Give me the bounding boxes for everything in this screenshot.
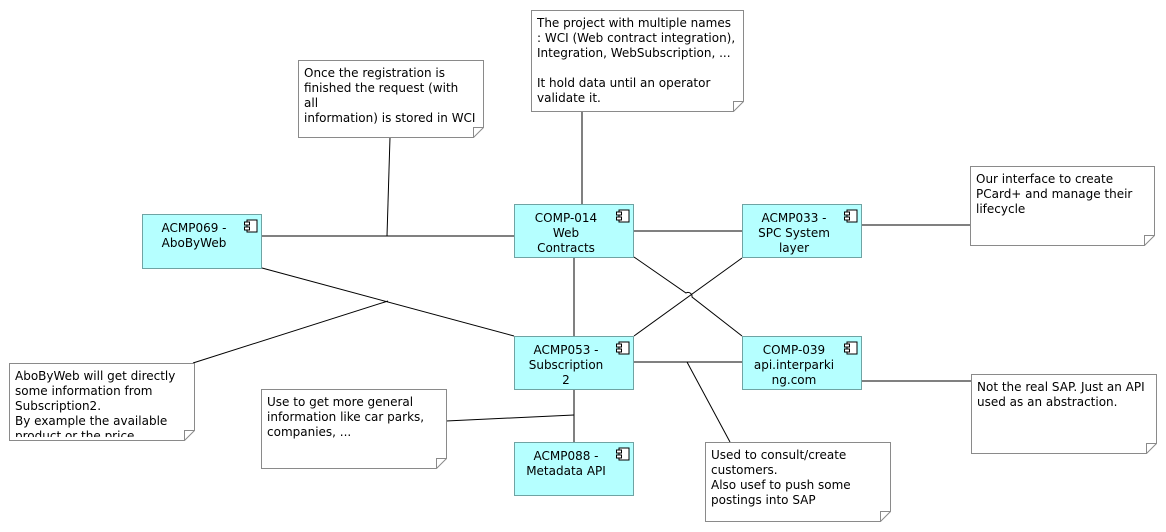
note-metadata[interactable]: Use to get more general information like… [261, 389, 447, 469]
note-text: The project with multiple names : WCI (W… [537, 16, 736, 105]
note-registration[interactable]: Once the registration is finished the re… [298, 60, 484, 138]
note-text: Our interface to create PCard+ and manag… [976, 172, 1133, 216]
component-label: COMP-039 [762, 343, 826, 357]
connectors [192, 111, 971, 443]
component-label: COMP-014 [534, 211, 598, 225]
note-shape [9, 363, 195, 441]
note-text: Not the real SAP. Just an API used as an… [977, 380, 1145, 409]
component-acmp053-subscription2[interactable]: ACMP053 - Subscription 2 [514, 336, 634, 390]
note-customers[interactable]: Used to consult/create customers. Also u… [705, 442, 891, 522]
component-label: ng.com [771, 373, 817, 387]
component-label: ACMP033 - [761, 211, 827, 225]
component-icon [844, 341, 858, 355]
connector-acmp069-acmp053 [261, 267, 515, 337]
note-text: Use to get more general information like… [267, 395, 425, 439]
component-label: ACMP088 - [533, 449, 599, 463]
component-acmp033-spc-system-layer[interactable]: ACMP033 - SPC System layer [742, 204, 862, 258]
connector-customers-note [686, 361, 731, 443]
note-text: Used to consult/create customers. Also u… [711, 448, 851, 507]
component-label: layer [778, 241, 810, 255]
note-text: Once the registration is finished the re… [304, 66, 476, 125]
component-icon [844, 209, 858, 223]
component-icon [244, 219, 258, 233]
component-comp039-api-interparking[interactable]: COMP-039 api.interparki ng.com [742, 336, 862, 390]
note-pcard[interactable]: Our interface to create PCard+ and manag… [970, 166, 1155, 246]
component-icon [616, 341, 630, 355]
note-shape [298, 60, 484, 138]
component-label: Subscription [528, 358, 604, 372]
component-label: ACMP069 - [161, 221, 227, 235]
connector-metadata-note [445, 414, 575, 422]
component-label: AboByWeb [161, 236, 227, 250]
note-shape [971, 374, 1157, 454]
component-label: Metadata API [526, 464, 606, 478]
note-wci[interactable]: The project with multiple names : WCI (W… [531, 10, 744, 112]
note-shape [970, 166, 1155, 246]
connector-comp014-comp039 [633, 256, 743, 337]
note-shape [531, 10, 744, 112]
note-shape [261, 389, 447, 469]
component-label: ACMP053 - [533, 343, 599, 357]
component-icon [616, 447, 630, 461]
note-shape [705, 442, 891, 522]
component-acmp088-metadata-api[interactable]: ACMP088 - Metadata API [514, 442, 634, 496]
component-label: Contracts [537, 241, 595, 255]
note-sap[interactable]: Not the real SAP. Just an API used as an… [971, 374, 1157, 454]
component-comp014-web-contracts[interactable]: COMP-014 Web Contracts [514, 204, 634, 258]
component-label: Web [552, 226, 580, 240]
component-label: api.interparki [753, 358, 835, 372]
note-text: AboByWeb will get directly some informat… [15, 369, 176, 437]
component-label: 2 [562, 373, 570, 387]
component-acmp069-abobyweb[interactable]: ACMP069 - AboByWeb [142, 214, 262, 269]
connector-acmp053-acmp033 [633, 257, 743, 337]
component-label: SPC System [758, 226, 830, 240]
component-icon [616, 209, 630, 223]
connector-abobyweb-note [192, 300, 389, 364]
connector-registration-note [386, 136, 391, 237]
note-abobyweb[interactable]: AboByWeb will get directly some informat… [9, 363, 195, 441]
